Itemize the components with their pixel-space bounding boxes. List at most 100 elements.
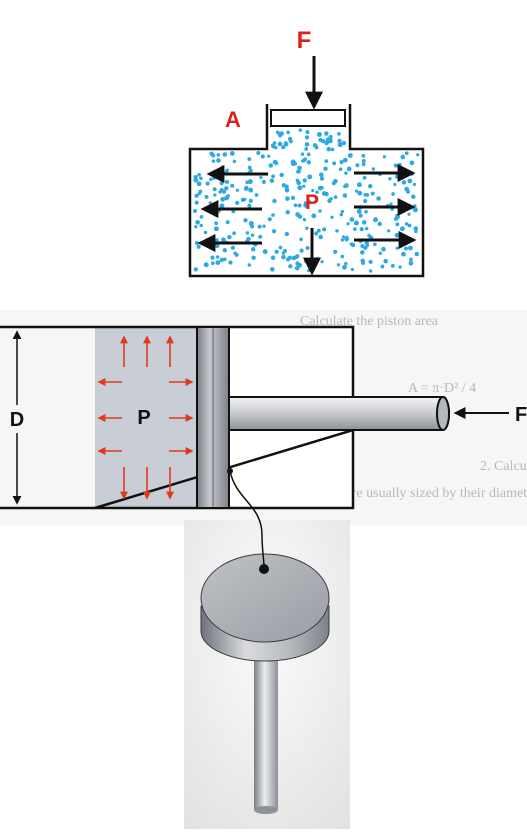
fluid-particle — [362, 175, 367, 180]
fluid-particle — [199, 223, 203, 228]
fluid-particle — [284, 231, 290, 237]
fluid-particle — [254, 193, 259, 197]
fluid-particle — [395, 214, 400, 220]
fluid-particle — [340, 238, 345, 242]
fluid-particle — [353, 227, 357, 231]
fluid-particle — [320, 260, 324, 264]
fluid-particle — [199, 215, 204, 219]
fluid-particle — [230, 245, 236, 250]
fluid-particle — [390, 263, 395, 268]
fluid-particle — [299, 237, 303, 242]
force-label-top: F — [297, 27, 312, 54]
fluid-particle — [354, 189, 359, 193]
fluid-particle — [307, 174, 313, 180]
fluid-particle — [311, 213, 317, 219]
fluid-particle — [274, 249, 279, 254]
force-label-cylinder: F — [515, 404, 527, 426]
fluid-particle — [401, 251, 406, 257]
fluid-particle — [228, 260, 233, 265]
fluid-particle — [235, 188, 240, 192]
fluid-particle — [248, 168, 253, 173]
fluid-particle — [210, 261, 215, 266]
fluid-particle — [261, 179, 266, 184]
fluid-particle — [409, 257, 413, 262]
fluid-particle — [247, 165, 252, 170]
fluid-particle — [314, 145, 319, 150]
fluid-particle — [327, 146, 331, 151]
fluid-particle — [216, 158, 221, 163]
fluid-particle — [279, 172, 284, 178]
fluid-particle — [407, 178, 413, 184]
fluid-particle — [373, 217, 378, 223]
fluid-particle — [247, 263, 252, 267]
fluid-particle — [297, 203, 302, 208]
fluid-particle — [211, 159, 216, 163]
fluid-particle — [222, 248, 227, 253]
fluid-particle — [347, 153, 353, 158]
fluid-particle — [335, 229, 339, 233]
fluid-particle — [411, 194, 416, 199]
fluid-particle — [289, 139, 293, 144]
fluid-particle — [285, 196, 290, 201]
fluid-particle — [230, 183, 235, 188]
fluid-particle — [197, 191, 202, 196]
fluid-particle — [333, 195, 338, 199]
fluid-particle — [234, 252, 239, 257]
fluid-particle — [378, 251, 383, 256]
fluid-particle — [388, 177, 392, 181]
fluid-particle — [350, 267, 354, 272]
fluid-particle — [319, 176, 325, 181]
fluid-particle — [245, 180, 250, 185]
fluid-particle — [361, 220, 367, 225]
fluid-particle — [346, 222, 350, 226]
fluid-particle — [269, 266, 275, 272]
fluid-particle — [193, 267, 198, 272]
fluid-particle — [364, 226, 369, 231]
fluid-particle — [267, 217, 272, 222]
fluid-particle — [304, 147, 309, 151]
fluid-particle — [364, 209, 368, 214]
fluid-particle — [229, 151, 235, 156]
fluid-particle — [333, 178, 338, 184]
fluid-particle — [377, 221, 382, 227]
fluid-particle — [316, 132, 322, 137]
fluid-particle — [203, 230, 208, 235]
fluid-particle — [227, 234, 232, 240]
fluid-particle — [332, 161, 337, 166]
fluid-particle — [271, 213, 275, 217]
fluid-particle — [248, 221, 254, 226]
fluid-particle — [250, 233, 255, 237]
fluid-particle — [398, 265, 402, 269]
fluid-particle — [194, 193, 199, 198]
fluid-particle — [355, 163, 360, 168]
fluid-particle — [360, 250, 365, 255]
diameter-label-backdrop — [5, 405, 29, 433]
fluid-particle — [215, 255, 220, 259]
fluid-particle — [257, 224, 262, 229]
fluid-particle — [333, 249, 338, 255]
background-text-line: Calculate the piston area — [300, 314, 439, 329]
fluid-particle — [389, 202, 393, 206]
fluid-particle — [306, 268, 311, 273]
fluid-particle — [370, 191, 375, 196]
fluid-particle — [271, 229, 277, 234]
fluid-particle — [222, 257, 227, 262]
diameter-label: D — [10, 409, 24, 431]
fluid-particle — [391, 192, 395, 196]
fluid-particle — [320, 185, 324, 190]
top-pressure-diagram: F A P — [188, 27, 425, 278]
fluid-particle — [286, 130, 290, 135]
fluid-particle — [224, 179, 230, 184]
fluid-particle — [209, 151, 214, 156]
fluid-particle — [359, 227, 364, 232]
fluid-particle — [383, 258, 388, 264]
fluid-particle — [414, 251, 420, 257]
fluid-particle — [299, 248, 304, 253]
fluid-particle — [394, 232, 400, 238]
fluid-particle — [321, 191, 327, 196]
fluid-particle — [269, 178, 275, 183]
fluid-particle — [393, 163, 398, 168]
fluid-particle — [344, 183, 349, 188]
fluid-particle — [196, 181, 202, 187]
